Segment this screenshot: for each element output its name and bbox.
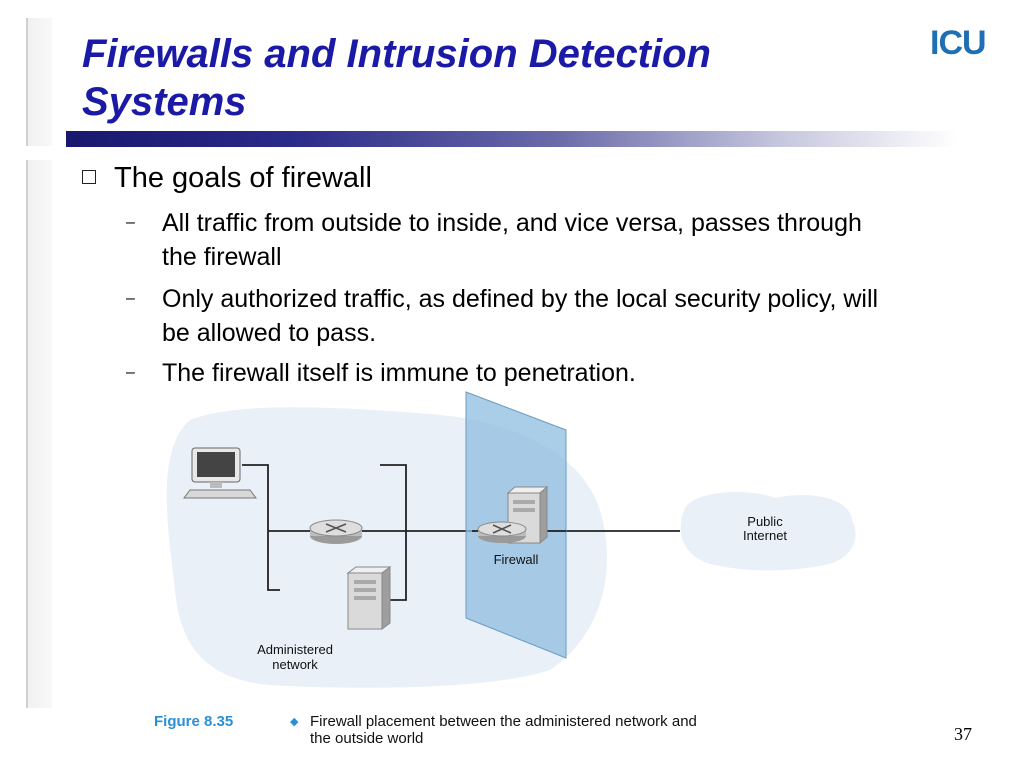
sub-bullet-3-line1: The firewall itself is immune to penetra… [162,359,636,387]
bullet-heading: The goals of firewall [82,162,982,195]
page-number: 37 [954,724,972,744]
title-underline-gradient [66,131,958,147]
slide-title: Firewalls and Intrusion Detection System… [82,30,842,126]
slide-title-line2: Systems [82,80,247,124]
dash-icon: – [126,290,135,307]
sub-bullet-2: – Only authorized traffic, as defined by… [126,282,986,350]
server-icon [346,566,392,630]
icu-logo: ICU [930,24,987,62]
firewall-router-icon [477,521,527,543]
caption-diamond-icon: ◆ [290,716,299,728]
desktop-computer-icon [183,447,257,499]
public-internet-cloud [680,492,856,571]
firewall-label: Firewall [494,552,539,567]
sub-bullet-3: – The firewall itself is immune to penet… [126,356,986,390]
slide-title-line1: Firewalls and Intrusion Detection [82,32,711,76]
sub-bullet-2-line2: be allowed to pass. [162,319,377,347]
dash-icon: – [126,214,135,231]
sub-bullet-2-line1: Only authorized traffic, as defined by t… [162,285,879,313]
caption-line1: Firewall placement between the administe… [310,713,697,730]
router-icon [309,519,363,544]
internet-label-line1: Public [747,514,783,529]
figure-number: Figure 8.35 [154,713,233,730]
sub-bullet-1-line1: All traffic from outside to inside, and … [162,209,862,237]
sub-bullet-1: – All traffic from outside to inside, an… [126,206,986,274]
caption-line2: the outside world [310,730,423,747]
side-decoration-top [26,18,52,146]
bullet-heading-text: The goals of firewall [114,162,372,194]
hollow-square-bullet-icon [82,170,96,184]
side-decoration-main [26,160,52,708]
administered-label-line1: Administered [257,642,333,657]
administered-label-line2: network [272,657,318,672]
firewall-placement-diagram: Firewall Public Internet Administered ne… [154,391,856,747]
sub-bullet-1-line2: the firewall [162,243,282,271]
dash-icon: – [126,364,135,381]
internet-label-line2: Internet [743,528,787,543]
